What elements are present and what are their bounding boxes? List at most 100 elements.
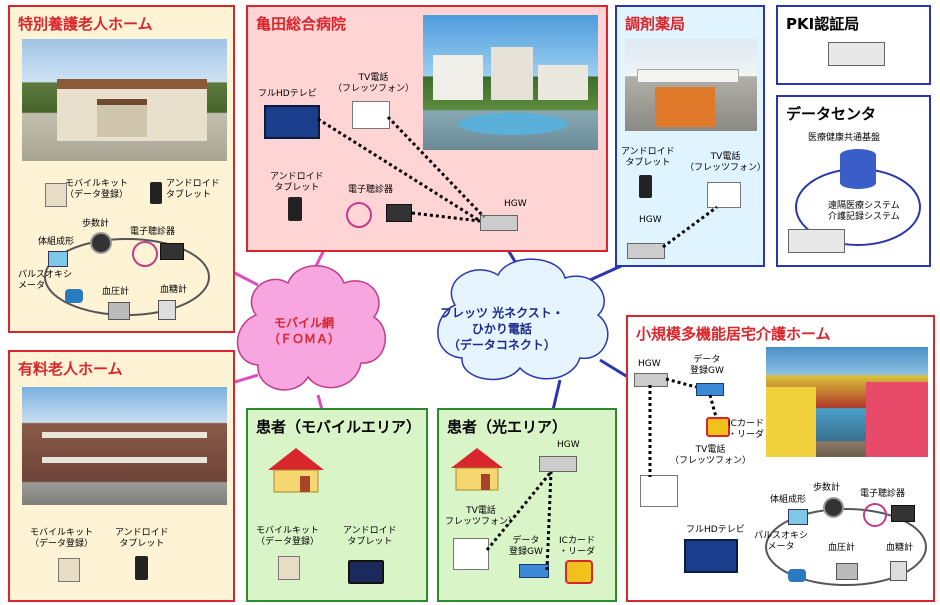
body-comp-label: 体組成形 xyxy=(770,495,807,505)
panel-title: データセンタ xyxy=(786,105,877,123)
tablet-icon xyxy=(288,197,302,221)
panel-tokuyo: 特別養護老人ホーム モバイルキット（データ登録） アンドロイドタブレット 歩数計… xyxy=(8,5,235,333)
android-tablet-label: アンドロイドタブレット xyxy=(343,526,397,547)
panel-mobile-patient: 患者（モバイルエリア） モバイルキット（データ登録） アンドロイドタブレット xyxy=(246,408,428,602)
tv-phone-label: TV電話フレッツフォン） xyxy=(445,506,518,527)
panel-yuryo: 有料老人ホーム モバイルキット（データ登録） アンドロイドタブレット xyxy=(8,350,235,602)
fullhd-tv-label: フルHDテレビ xyxy=(258,89,317,99)
pedometer-label: 歩数計 xyxy=(813,483,841,493)
glucose-meter-icon xyxy=(890,561,907,581)
glucose-label: 血糖計 xyxy=(160,285,188,295)
panel-hikari-patient: 患者（光エリア） HGW TV電話フレッツフォン） データ登録GW ICカード・… xyxy=(437,408,617,602)
tv-phone-label: TV電話（フレッツフォン） xyxy=(670,445,752,466)
pedometer-label: 歩数計 xyxy=(82,219,110,229)
android-tablet-label: アンドロイドタブレット xyxy=(166,179,220,200)
bag-icon xyxy=(45,183,67,207)
panel-kameda: 亀田総合病院 フルHDテレビ TV電話（フレッツフォン） アンドロイドタブレット… xyxy=(246,5,608,252)
bp-monitor-icon xyxy=(836,563,858,580)
house-icon xyxy=(268,448,324,493)
tablet-icon xyxy=(348,560,384,584)
hgw-label: HGW xyxy=(557,440,580,450)
scale-icon xyxy=(48,251,68,267)
facility-photo xyxy=(22,39,227,161)
stethoscope-label: 電子聴診器 xyxy=(348,185,394,195)
body-comp-label: 体組成形 xyxy=(38,237,75,247)
glucose-meter-icon xyxy=(158,300,176,320)
server-icon xyxy=(828,42,885,66)
panel-title: 有料老人ホーム xyxy=(18,360,123,378)
data-reg-gw-label: データ登録GW xyxy=(690,355,724,376)
panel-pki: PKI認証局 xyxy=(776,5,931,85)
panel-title: 調剤薬局 xyxy=(625,15,686,33)
ic-card-label: ICカード・リーダ xyxy=(559,536,596,557)
tv-phone-label: TV電話（フレッツフォン） xyxy=(333,73,415,94)
dotted-links xyxy=(317,115,486,223)
tablet-icon xyxy=(150,182,162,204)
mobile-kit-label: モバイルキット（データ登録） xyxy=(256,526,320,547)
tv-phone-icon xyxy=(640,475,678,507)
pulse-oximeter-icon xyxy=(65,289,83,303)
laptop-icon xyxy=(891,505,915,522)
bp-label: 血圧計 xyxy=(102,287,130,297)
gateway-icon xyxy=(519,564,549,578)
device-ring xyxy=(765,508,927,586)
hgw-label: HGW xyxy=(638,359,661,369)
android-tablet-label: アンドロイドタブレット xyxy=(270,172,324,193)
data-reg-gw-label: データ登録GW xyxy=(509,536,543,557)
panel-title: 患者（光エリア） xyxy=(447,418,568,436)
scale-icon xyxy=(788,509,808,525)
tablet-icon xyxy=(639,175,652,198)
stethoscope-label: 電子聴診器 xyxy=(860,489,906,499)
panel-pharmacy: 調剤薬局 アンドロイドタブレット TV電話（フレッツフォン） HGW xyxy=(615,5,767,267)
hgw-icon xyxy=(627,243,665,259)
platform-label: 医療健康共通基盤 xyxy=(808,133,881,143)
pedometer-icon xyxy=(823,497,844,518)
tv-icon xyxy=(684,539,738,573)
tablet-icon xyxy=(135,556,148,580)
hgw-icon xyxy=(480,215,518,231)
laptop-icon xyxy=(386,204,412,222)
dotted-links xyxy=(648,377,718,477)
fullhd-tv-label: フルHDテレビ xyxy=(686,525,745,535)
panel-title: 亀田総合病院 xyxy=(256,15,347,33)
panel-title: 小規模多機能居宅介護ホーム xyxy=(636,325,831,343)
mobile-network-cloud xyxy=(236,265,387,391)
hgw-label: HGW xyxy=(639,215,662,225)
stethoscope-label: 電子聴診器 xyxy=(130,227,176,237)
panel-title: 特別養護老人ホーム xyxy=(18,15,153,33)
ic-card-reader-icon xyxy=(565,560,593,584)
bp-label: 血圧計 xyxy=(828,543,856,553)
bp-monitor-icon xyxy=(108,302,130,320)
flets-network-cloud xyxy=(437,258,609,381)
facility-photo xyxy=(766,347,928,457)
stethoscope-icon xyxy=(346,202,372,228)
tv-phone-label: TV電話（フレッツフォン） xyxy=(685,152,767,173)
mobile-cloud-label: モバイル網（ＦＯＭＡ） xyxy=(268,316,341,346)
panel-title: 患者（モバイルエリア） xyxy=(256,418,422,436)
tv-phone-icon xyxy=(352,101,390,129)
hgw-icon xyxy=(539,456,577,472)
tv-phone-icon xyxy=(707,182,741,208)
hospital-photo xyxy=(423,15,598,150)
system-labels: 遠隔医療システム介護記録システム xyxy=(828,201,900,222)
tv-icon xyxy=(264,105,320,139)
ic-card-label: ICカード・リーダ xyxy=(728,419,765,440)
laptop-icon xyxy=(160,243,184,260)
stethoscope-icon xyxy=(132,241,158,267)
mobile-kit-label: モバイルキット（データ登録） xyxy=(65,179,129,200)
pulse-ox-label: パルスオキシメータ xyxy=(754,531,809,552)
database-icon xyxy=(840,149,876,189)
hgw-label: HGW xyxy=(504,199,527,209)
ic-card-reader-icon xyxy=(706,417,730,437)
bag-icon xyxy=(278,556,300,580)
android-tablet-label: アンドロイドタブレット xyxy=(621,147,675,168)
tv-phone-icon xyxy=(453,538,489,570)
mobile-kit-label: モバイルキット（データ登録） xyxy=(30,528,94,549)
android-tablet-label: アンドロイドタブレット xyxy=(115,528,169,549)
pulse-ox-label: パルスオキシメータ xyxy=(18,270,73,291)
flets-cloud-label: フレッツ 光ネクスト・ひかり電話（データコネクト） xyxy=(440,306,564,352)
bag-icon xyxy=(58,558,80,582)
pedometer-icon xyxy=(90,232,112,254)
pulse-oximeter-icon xyxy=(788,569,806,582)
pharmacy-photo xyxy=(625,39,757,131)
